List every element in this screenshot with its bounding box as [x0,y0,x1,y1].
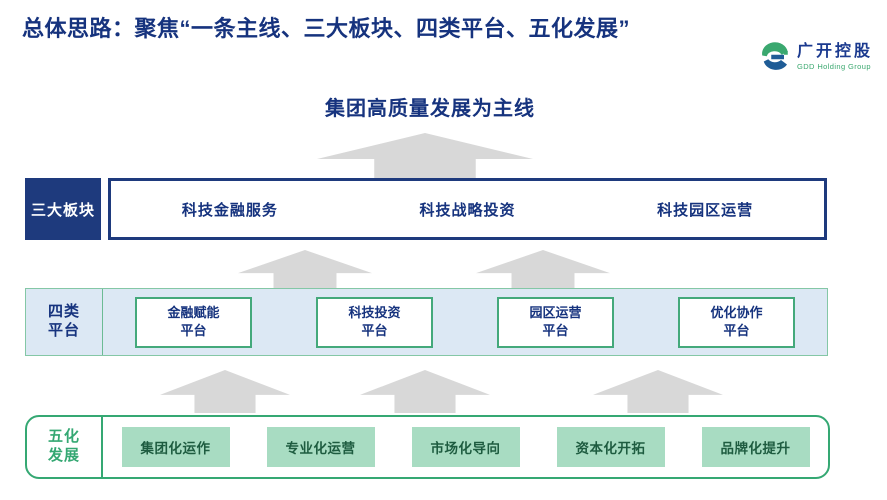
development-card: 资本化开拓 [556,427,665,467]
development-card: 集团化运作 [121,427,230,467]
plates-row: 科技金融服务 科技战略投资 科技园区运营 [108,178,827,240]
development-card: 品牌化提升 [701,427,810,467]
company-logo-icon [762,42,788,70]
developments-label-line2: 发展 [47,447,80,464]
development-card: 市场化导向 [411,427,520,467]
plate-item: 科技园区运营 [657,201,754,219]
platform-card-line1: 优化协作 [710,305,763,321]
page-title: 总体思路：聚焦“一条主线、三大板块、四类平台、五化发展” [22,16,631,41]
up-arrow [476,250,610,290]
platforms-row: 四类 平台 金融赋能 平台 科技投资 平台 园区运营 平台 优化协作 平台 [25,288,828,356]
developments-label-line1: 五化 [47,428,80,446]
platforms-items: 金融赋能 平台 科技投资 平台 园区运营 平台 优化协作 平台 [103,289,827,355]
platform-card-line2: 平台 [361,323,388,338]
plates-row-label: 三大板块 [25,178,101,240]
platform-card-line2: 平台 [723,323,750,338]
plate-item: 科技战略投资 [419,201,516,219]
developments-row: 五化 发展 集团化运作 专业化运营 市场化导向 资本化开拓 品牌化提升 [25,415,830,479]
up-arrow [360,370,490,413]
main-line-heading: 集团高质量发展为主线 [325,98,535,120]
platform-card: 优化协作 平台 [678,296,795,348]
platforms-label-line1: 四类 [47,303,80,321]
company-logo-text: 广开控股 GDD Holding Group [796,42,873,71]
platforms-label-line2: 平台 [47,322,80,339]
platform-card: 金融赋能 平台 [135,296,252,348]
platform-card-line1: 园区运营 [529,305,582,321]
plate-item: 科技金融服务 [181,201,278,219]
platform-card-line1: 金融赋能 [167,305,220,321]
up-arrow-main [317,133,533,178]
developments-items: 集团化运作 专业化运营 市场化导向 资本化开拓 品牌化提升 [103,417,828,477]
company-name-en: GDD Holding Group [796,61,871,71]
developments-row-label: 五化 发展 [27,417,103,477]
company-logo: 广开控股 GDD Holding Group [760,40,873,74]
up-arrow [160,370,290,413]
platform-card-line1: 科技投资 [348,305,401,321]
platform-card-line2: 平台 [542,323,569,338]
platforms-row-label: 四类 平台 [26,289,103,355]
up-arrow [593,370,723,413]
platform-card-line2: 平台 [180,323,207,338]
platform-card: 科技投资 平台 [316,296,433,348]
platform-card: 园区运营 平台 [497,296,614,348]
development-card: 专业化运营 [266,427,375,467]
company-name-cn: 广开控股 [796,42,873,60]
up-arrow [238,250,372,290]
